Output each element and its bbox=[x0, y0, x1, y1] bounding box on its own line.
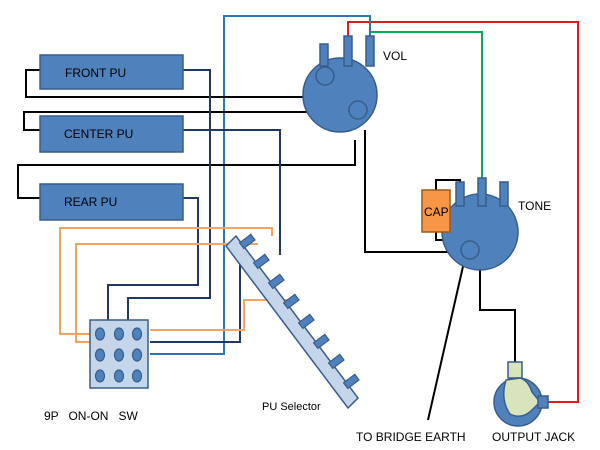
wire-navy-switch-to-selector bbox=[150, 245, 241, 343]
wires bbox=[17, 15, 579, 421]
center-pickup-label: CENTER PU bbox=[64, 127, 133, 141]
volume-lug-2 bbox=[343, 35, 353, 67]
front-pickup-label: FRONT PU bbox=[65, 66, 126, 80]
output-jack: OUTPUT JACK bbox=[492, 361, 575, 444]
selector-lug bbox=[312, 333, 330, 350]
wire-navy-rear-right bbox=[107, 197, 199, 330]
switch-lug bbox=[131, 369, 143, 383]
tone-lug-1 bbox=[455, 181, 465, 207]
volume-label: VOL bbox=[383, 49, 407, 63]
selector-lug bbox=[327, 353, 345, 370]
wire-black-bridge-earth bbox=[427, 261, 465, 421]
center-pickup: CENTER PU bbox=[39, 115, 184, 153]
on-on-switch-label: 9P ON-ON SW bbox=[44, 409, 138, 423]
wire-navy-front-right bbox=[127, 69, 211, 330]
volume-pot-body bbox=[302, 57, 378, 133]
pu-selector-lugs bbox=[238, 233, 360, 390]
switch-lug bbox=[131, 348, 143, 362]
wire-orange-outer bbox=[59, 227, 273, 335]
bridge-earth-label: TO BRIDGE EARTH bbox=[356, 430, 466, 444]
tone-lug-2 bbox=[477, 177, 487, 207]
volume-lug-3 bbox=[365, 35, 375, 67]
selector-lug bbox=[342, 373, 360, 390]
selector-lug bbox=[267, 273, 285, 290]
front-pickup-body bbox=[39, 54, 184, 90]
switch-lug bbox=[131, 327, 143, 341]
switch-lug bbox=[113, 348, 125, 362]
selector-lug bbox=[282, 293, 300, 310]
rear-pickup: REAR PU bbox=[39, 183, 184, 221]
center-pickup-body bbox=[39, 115, 184, 153]
tone-label: TONE bbox=[518, 199, 551, 213]
volume-ground-solder bbox=[315, 66, 335, 86]
switch-lugs bbox=[94, 327, 143, 383]
pu-selector-label: PU Selector bbox=[262, 401, 321, 413]
volume-back-solder bbox=[348, 100, 368, 120]
volume-lug-1 bbox=[319, 43, 329, 67]
rear-pickup-label: REAR PU bbox=[64, 195, 117, 209]
wire-orange-inner bbox=[75, 243, 258, 343]
selector-lug bbox=[252, 253, 270, 270]
rear-pickup-body bbox=[39, 183, 184, 221]
wire-blue-switch-to-vol bbox=[150, 15, 371, 355]
wire-black-center-left bbox=[23, 111, 342, 131]
tone-lug-3 bbox=[499, 181, 509, 207]
capacitor-body bbox=[421, 189, 451, 233]
wire-black-vol-to-tone bbox=[364, 130, 472, 253]
front-pickup: FRONT PU bbox=[39, 54, 184, 90]
pu-selector: PU Selector bbox=[225, 233, 360, 413]
switch-lug bbox=[94, 348, 106, 362]
output-jack-tip bbox=[507, 361, 523, 379]
wire-navy-center-right bbox=[183, 129, 281, 255]
selector-lug bbox=[238, 233, 256, 250]
tone-pot: TONE bbox=[441, 177, 551, 271]
volume-pot: VOL bbox=[302, 35, 407, 133]
switch-lug bbox=[113, 327, 125, 341]
selector-lug bbox=[297, 313, 315, 330]
switch-lug bbox=[94, 327, 106, 341]
switch-lug bbox=[94, 369, 106, 383]
pu-selector-body bbox=[225, 234, 359, 410]
tone-back-solder bbox=[460, 240, 480, 260]
on-on-switch: 9P ON-ON SW bbox=[44, 319, 149, 423]
capacitor: CAP bbox=[421, 189, 451, 233]
wire-red-output-to-vol bbox=[347, 21, 579, 403]
output-jack-sleeve bbox=[503, 377, 542, 417]
output-jack-lug bbox=[537, 395, 549, 409]
capacitor-label: CAP bbox=[424, 205, 449, 219]
wire-black-tone-to-jack bbox=[479, 252, 516, 375]
wire-black-rear-left bbox=[17, 140, 356, 199]
switch-lug bbox=[113, 369, 125, 383]
output-jack-label: OUTPUT JACK bbox=[492, 430, 575, 444]
